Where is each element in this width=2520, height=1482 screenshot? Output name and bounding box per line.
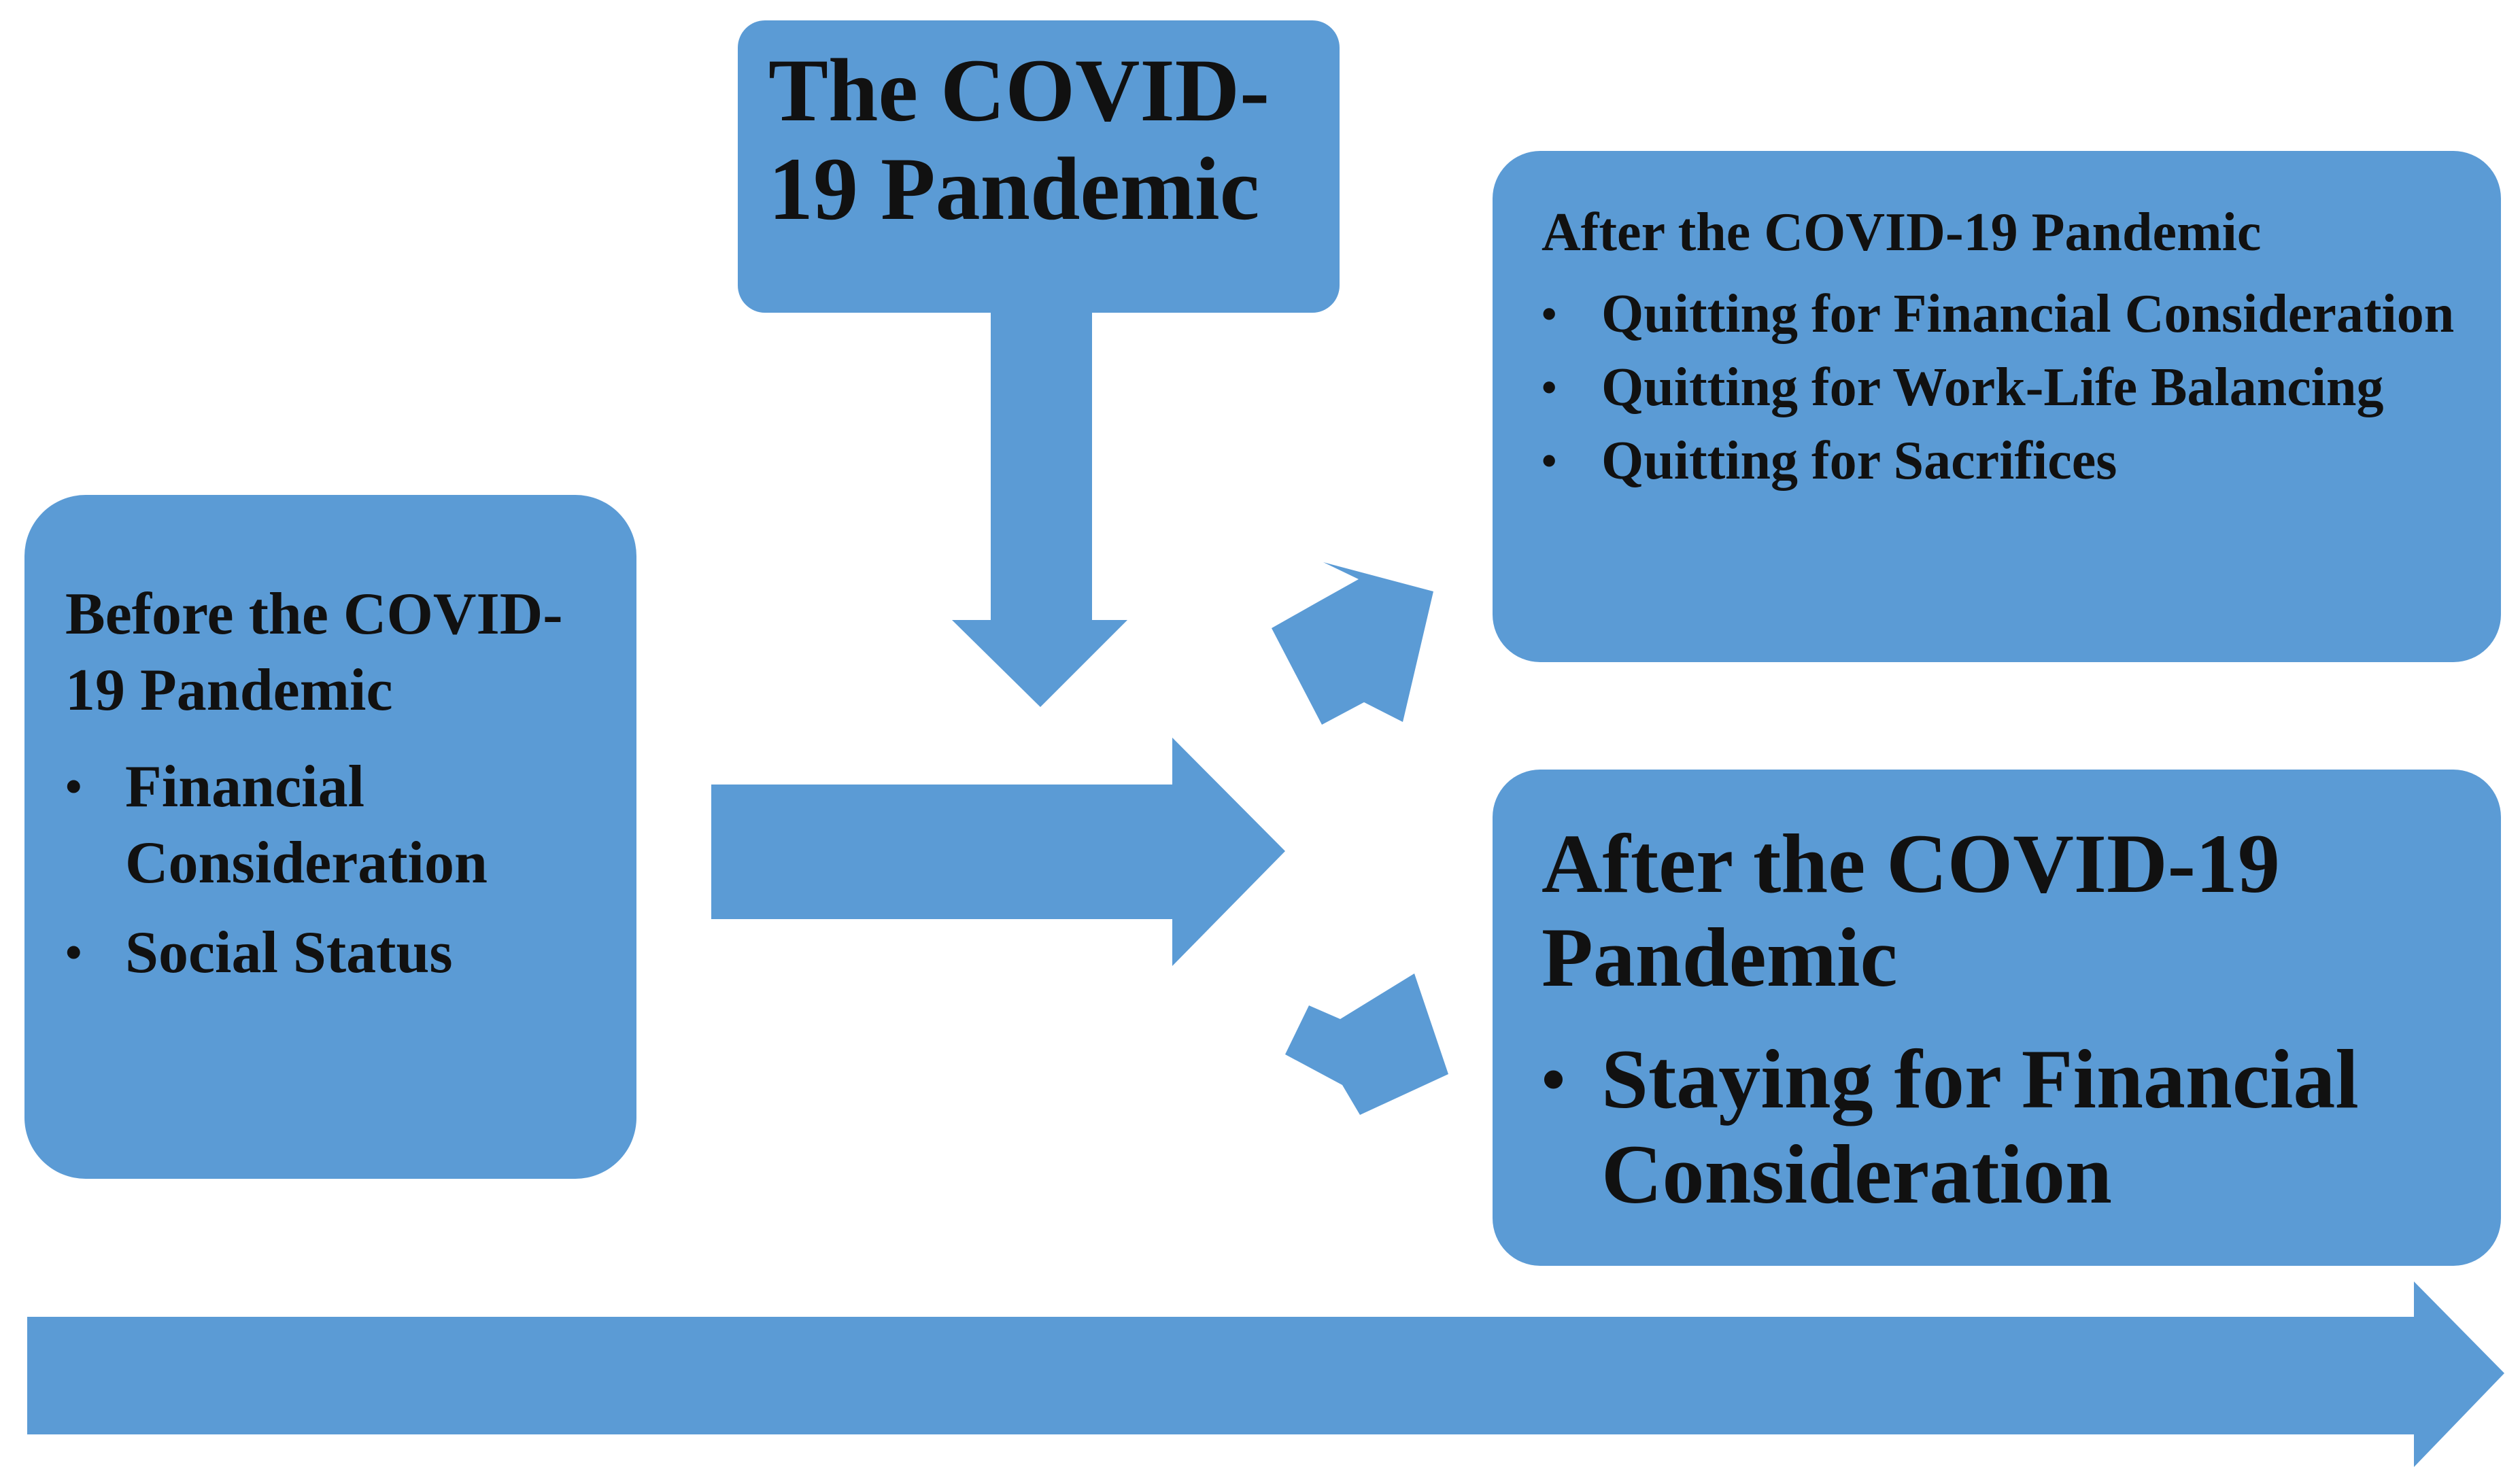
list-item: • Social Status (65, 915, 609, 991)
list-item: • Quitting for Sacrifices (1542, 427, 2474, 495)
bullet-icon: • (1542, 363, 1557, 411)
after-stay-box-title: After the COVID-19 Pandemic (1542, 817, 2280, 1004)
right-arrow-middle (711, 738, 1285, 966)
list-item-text: Quitting for Financial Consideration (1601, 284, 2455, 344)
after-pandemic-staying-box: After the COVID-19 Pandemic • Staying fo… (1493, 770, 2501, 1266)
list-item-text: Quitting for Work-Life Balancing (1601, 358, 2384, 417)
after-stay-box-list: • Staying for Financial Consideration (1542, 1032, 2474, 1222)
diagonal-arrow-down (1285, 973, 1448, 1115)
bullet-icon: • (1542, 290, 1557, 338)
bullet-icon: • (1542, 436, 1557, 485)
bullet-icon: • (65, 927, 82, 979)
diagonal-arrow-up (1272, 562, 1433, 725)
after-quit-box-title: After the COVID-19 Pandemic (1542, 203, 2262, 262)
after-pandemic-quitting-box: After the COVID-19 Pandemic • Quitting f… (1493, 151, 2501, 662)
down-arrow (952, 313, 1127, 707)
pandemic-box: The COVID-19 Pandemic (738, 20, 1340, 313)
list-item: • Staying for Financial Consideration (1542, 1032, 2474, 1222)
list-item-text: Quitting for Sacrifices (1601, 431, 2117, 491)
before-box-title: Before the COVID-19 Pandemic (65, 581, 563, 723)
list-item-text: Staying for Financial Consideration (1601, 1033, 2359, 1221)
bullet-icon: • (65, 761, 82, 813)
list-item-text: Social Status (125, 920, 453, 986)
list-item: • Financial Consideration (65, 749, 609, 901)
timeline-arrow (27, 1281, 2504, 1467)
pandemic-box-title: The COVID-19 Pandemic (768, 40, 1270, 239)
list-item: • Quitting for Financial Consideration (1542, 280, 2474, 348)
after-quit-box-list: • Quitting for Financial Consideration •… (1542, 280, 2474, 495)
list-item: • Quitting for Work-Life Balancing (1542, 354, 2474, 421)
bullet-icon: • (1542, 1041, 1566, 1117)
before-box-list: • Financial Consideration • Social Statu… (65, 749, 609, 991)
list-item-text: Financial Consideration (125, 754, 488, 896)
before-pandemic-box: Before the COVID-19 Pandemic • Financial… (24, 495, 636, 1179)
